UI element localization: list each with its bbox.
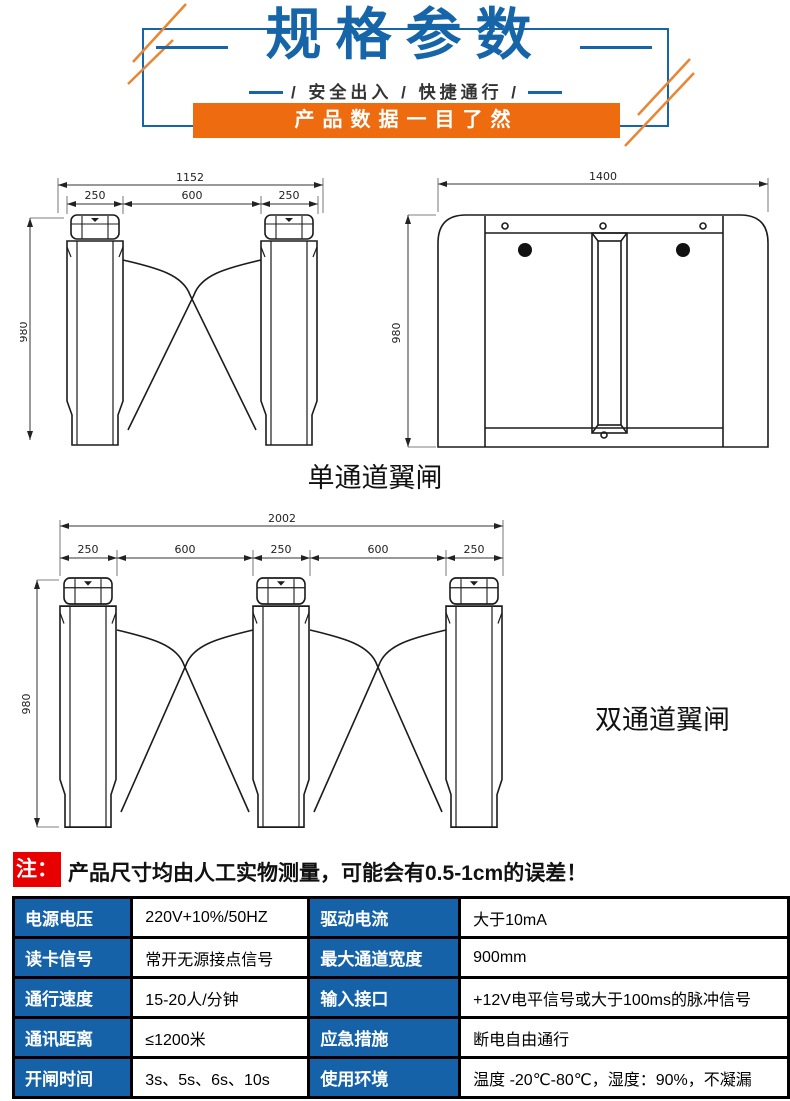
flap-wing (116, 629, 250, 813)
spec-value: 15-20人/分钟 (130, 976, 311, 1019)
dim-label-double-total: 2002 (268, 512, 296, 525)
dim-label: 600 (175, 543, 196, 556)
table-row: 开闸时间 3s、5s、6s、10s 使用环境 温度 -20℃-80℃，湿度：90… (11, 1056, 790, 1099)
orange-banner: 产品数据一目了然 (193, 103, 620, 138)
table-row: 通讯距离 ≤1200米 应急措施 断电自由通行 (11, 1016, 790, 1059)
dim-label-single-height: 980 (20, 322, 30, 343)
double-channel-drawing: 2002 250 600 250 600 250 980 (20, 512, 504, 828)
indicator-dot (518, 243, 532, 257)
single-channel-caption: 单通道翼闸 (307, 463, 443, 493)
single-channel-drawing: 1152 250 600 250 980 (20, 171, 324, 446)
dim-label: 250 (85, 189, 106, 202)
turnstile-cabinet (445, 577, 503, 828)
turnstile-cabinet (66, 214, 124, 446)
page-title: 规格参数 (265, 3, 546, 66)
double-channel-caption: 双通道翼闸 (595, 705, 730, 735)
dim-label: 600 (368, 543, 389, 556)
spec-label: 开闸时间 (11, 1056, 134, 1099)
title-right-line (580, 46, 652, 49)
spec-value: +12V电平信号或大于100ms的脉冲信号 (458, 976, 790, 1019)
note-text: 产品尺寸均由人工实物测量，可能会有0.5-1cm的误差！ (68, 862, 588, 885)
front-view-drawing: 1400 980 (390, 170, 769, 448)
spec-label: 输入接口 (307, 976, 462, 1019)
table-row: 电源电压 220V+10%/50HZ 驱动电流 大于10mA (11, 896, 790, 939)
spec-value: 220V+10%/50HZ (130, 896, 311, 939)
spec-label: 电源电压 (11, 896, 134, 939)
dim-label: 250 (271, 543, 292, 556)
subtitle-right-dash (528, 90, 563, 94)
subtitle-left-dash (248, 90, 283, 94)
dim-label: 250 (279, 189, 300, 202)
spec-table: 电源电压 220V+10%/50HZ 驱动电流 大于10mA 读卡信号 常开无源… (11, 896, 790, 1099)
dim-label: 600 (182, 189, 203, 202)
turnstile-cabinet (260, 214, 318, 446)
spec-value: ≤1200米 (130, 1016, 311, 1059)
table-row: 通行速度 15-20人/分钟 输入接口 +12V电平信号或大于100ms的脉冲信… (11, 976, 790, 1019)
title-left-line (156, 46, 228, 49)
dim-label: 250 (464, 543, 485, 556)
spec-label: 驱动电流 (307, 896, 462, 939)
turnstile-cabinet (59, 577, 117, 828)
dim-label-front-width: 1400 (589, 170, 617, 183)
table-row: 读卡信号 常开无源接点信号 最大通道宽度 900mm (11, 936, 790, 979)
spec-label: 应急措施 (307, 1016, 462, 1059)
spec-label: 使用环境 (307, 1056, 462, 1099)
spec-value: 大于10mA (458, 896, 790, 939)
spec-label: 读卡信号 (11, 936, 134, 979)
dim-label-double-height: 980 (20, 694, 33, 715)
page-subtitle: / 安全出入 / 快捷通行 / (142, 78, 669, 103)
flap-wing (120, 629, 254, 813)
spec-label: 通行速度 (11, 976, 134, 1019)
dim-label-single-total: 1152 (176, 171, 204, 184)
indicator-dot (676, 243, 690, 257)
spec-value: 900mm (458, 936, 790, 979)
turnstile-cabinet (252, 577, 310, 828)
flap-wing (313, 629, 447, 813)
dim-label-front-height: 980 (390, 323, 403, 344)
spec-value: 温度 -20℃-80℃，湿度：90%，不凝漏 (458, 1056, 790, 1099)
spec-label: 最大通道宽度 (307, 936, 462, 979)
spec-label: 通讯距离 (11, 1016, 134, 1059)
spec-value: 常开无源接点信号 (130, 936, 311, 979)
subtitle-text: / 安全出入 / 快捷通行 / (290, 83, 521, 102)
note-badge: 注： (13, 852, 61, 887)
spec-value: 断电自由通行 (458, 1016, 790, 1059)
flap-wing (122, 259, 257, 431)
flap-wing (127, 259, 262, 431)
spec-value: 3s、5s、6s、10s (130, 1056, 311, 1099)
dim-label: 250 (78, 543, 99, 556)
flap-wing (309, 629, 443, 813)
